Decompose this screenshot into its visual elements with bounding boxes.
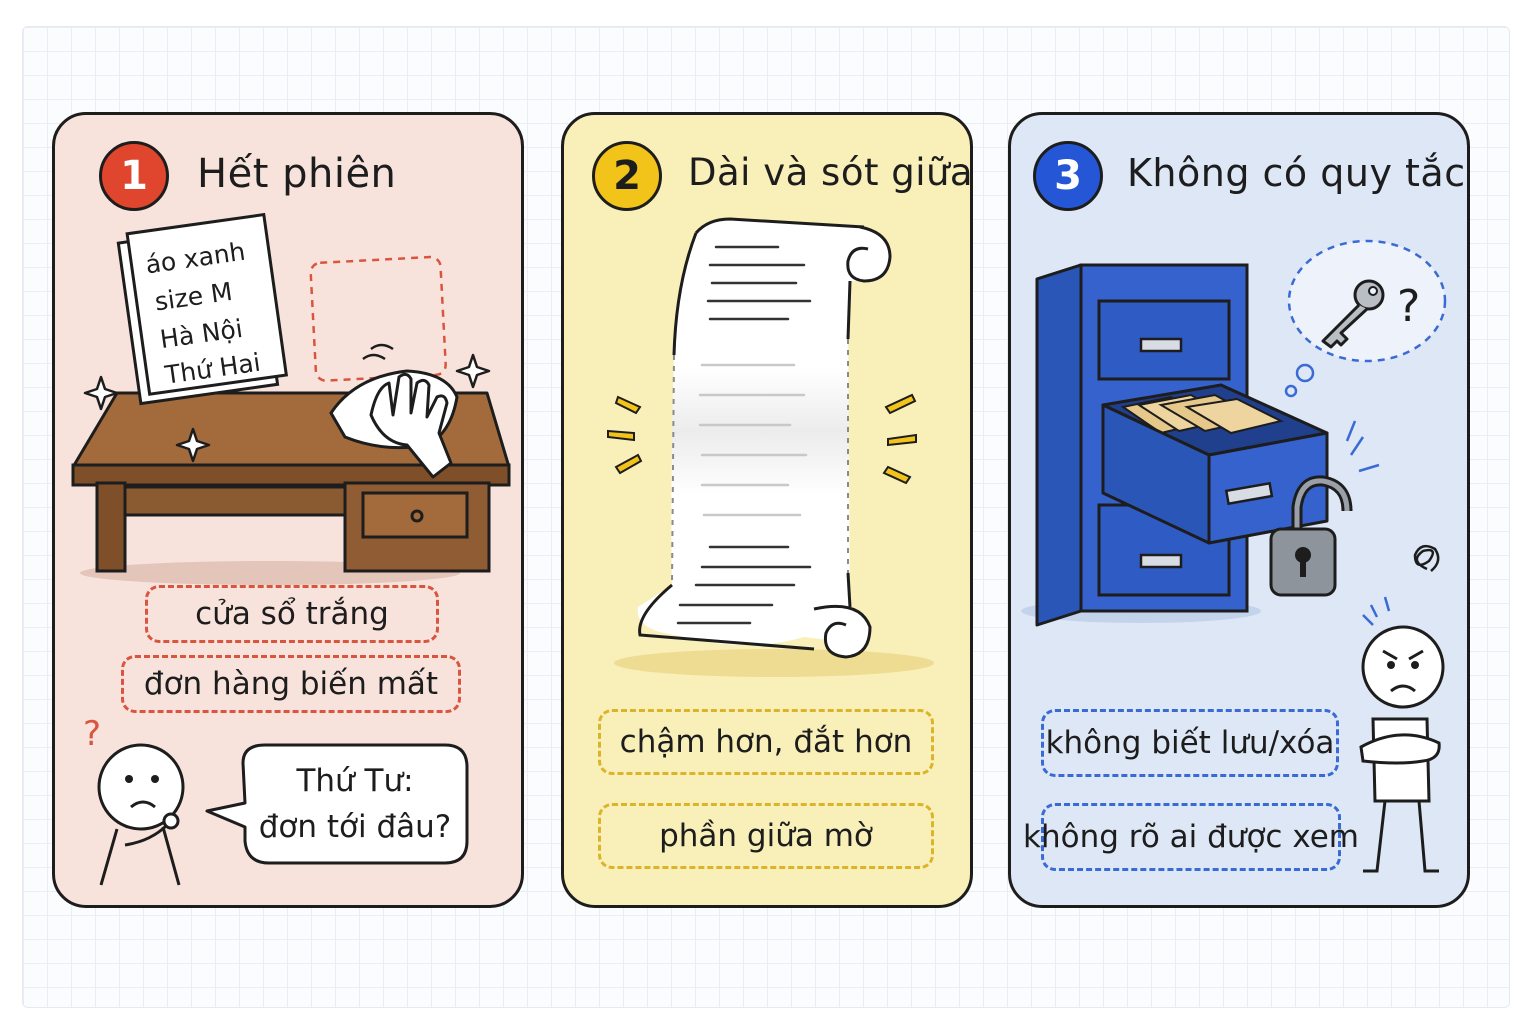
angry-person-icon	[1359, 544, 1445, 873]
tag-middle-blurred: phần giữa mờ	[598, 803, 934, 869]
step-badge-3: 3	[1033, 141, 1103, 211]
speech-line-2: đơn tới đâu?	[259, 809, 452, 845]
panel-title: Không có quy tắc	[1127, 151, 1466, 195]
tag-order-lost: đơn hàng biến mất	[121, 655, 461, 713]
step-badge-1: 1	[99, 141, 169, 211]
confused-person-icon: ?	[83, 714, 185, 886]
key-icon: ?	[1284, 239, 1447, 398]
sticky-note-icon: áo xanh size M Hà Nội Thứ Hai	[116, 212, 447, 406]
panel-long-missing-middle: 2 Dài và sót giữa	[561, 112, 973, 908]
tag-slower-costlier: chậm hơn, đắt hơn	[598, 709, 934, 775]
open-padlock-icon	[1269, 475, 1353, 597]
panel-title: Hết phiên	[197, 151, 397, 197]
wiping-hand-icon	[329, 343, 459, 479]
speech-bubble: Thứ Tư: đơn tới đâu?	[205, 743, 469, 865]
thought-question-mark: ?	[1397, 281, 1420, 332]
tag-unknown-save-delete: không biết lưu/xóa	[1041, 709, 1339, 777]
filing-cabinet-icon	[1021, 263, 1380, 627]
speech-line-1: Thứ Tư:	[295, 763, 413, 799]
tag-blank-window: cửa sổ trắng	[145, 585, 439, 643]
panel-session-ended: 1 Hết phiên áo xanh size M Hà Nội Thứ Ha…	[52, 112, 524, 908]
sparkle-icon	[83, 353, 491, 463]
scroll-icon	[607, 217, 934, 677]
panel-no-rules: 3 Không có quy tắc ?	[1008, 112, 1470, 908]
panel-title: Dài và sót giữa	[688, 151, 973, 194]
tag-unclear-access: không rõ ai được xem	[1023, 803, 1359, 871]
step-badge-2: 2	[592, 141, 662, 211]
question-mark: ?	[83, 714, 101, 754]
